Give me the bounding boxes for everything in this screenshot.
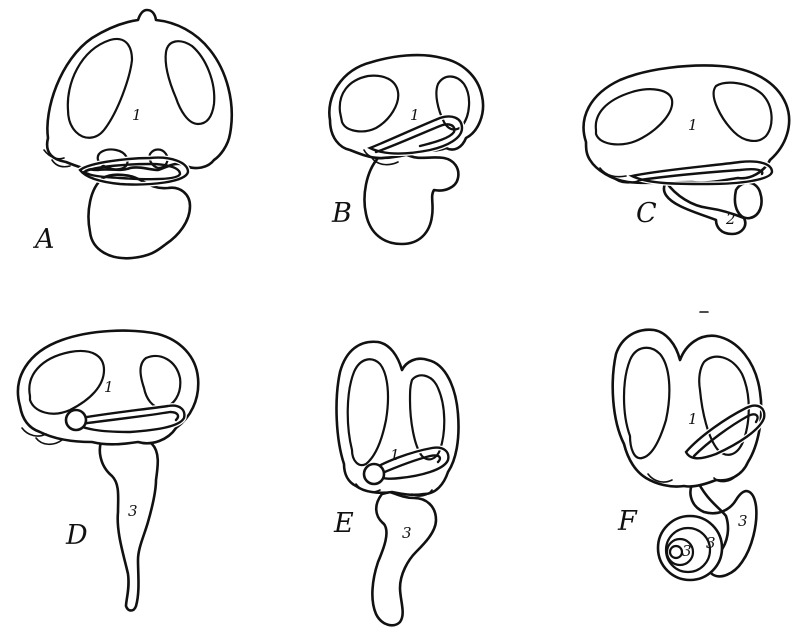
panel-e-label-1: 1: [390, 446, 400, 464]
panel-c-endolymphatic-bulb: [735, 183, 762, 218]
panel-b-saccule: [365, 153, 459, 244]
panel-f-letter: F: [617, 506, 638, 537]
panel-c-label-2: 2: [725, 210, 736, 228]
panel-c: 1 2 C: [584, 66, 790, 234]
panel-a-label-1: 1: [132, 106, 142, 124]
panel-c-label-1: 1: [688, 116, 698, 134]
panel-a: 1 A: [32, 10, 232, 258]
panel-d-label-3: 3: [128, 502, 138, 520]
panel-d: 1 3 D: [18, 331, 198, 611]
panel-f: 1 3 3 3 F: [613, 312, 765, 580]
panel-f-cochlea-apex: [670, 546, 682, 558]
panel-b-letter: B: [331, 198, 352, 229]
panel-e-cochlear-duct: [372, 492, 436, 625]
panel-c-letter: C: [636, 198, 657, 229]
panel-d-utricle: [66, 410, 86, 430]
panel-a-saccule: [89, 175, 190, 259]
panel-e-label-3: 3: [402, 524, 412, 542]
panel-f-label-3-middle: 3: [706, 534, 716, 552]
panel-e-utricle: [364, 464, 384, 484]
panel-e: 1 3 E: [333, 342, 459, 626]
panel-d-cochlear-duct: [100, 436, 158, 611]
panel-f-label-1: 1: [688, 410, 698, 428]
panel-a-letter: A: [32, 224, 55, 255]
panel-b: 1 B: [329, 55, 483, 244]
panel-b-label-1: 1: [410, 106, 420, 124]
panel-f-label-3-inner: 3: [682, 542, 692, 560]
panel-f-label-3-outer: 3: [738, 512, 748, 530]
panel-e-letter: E: [333, 508, 354, 539]
panel-d-label-1: 1: [104, 378, 114, 396]
panel-d-letter: D: [65, 520, 88, 551]
